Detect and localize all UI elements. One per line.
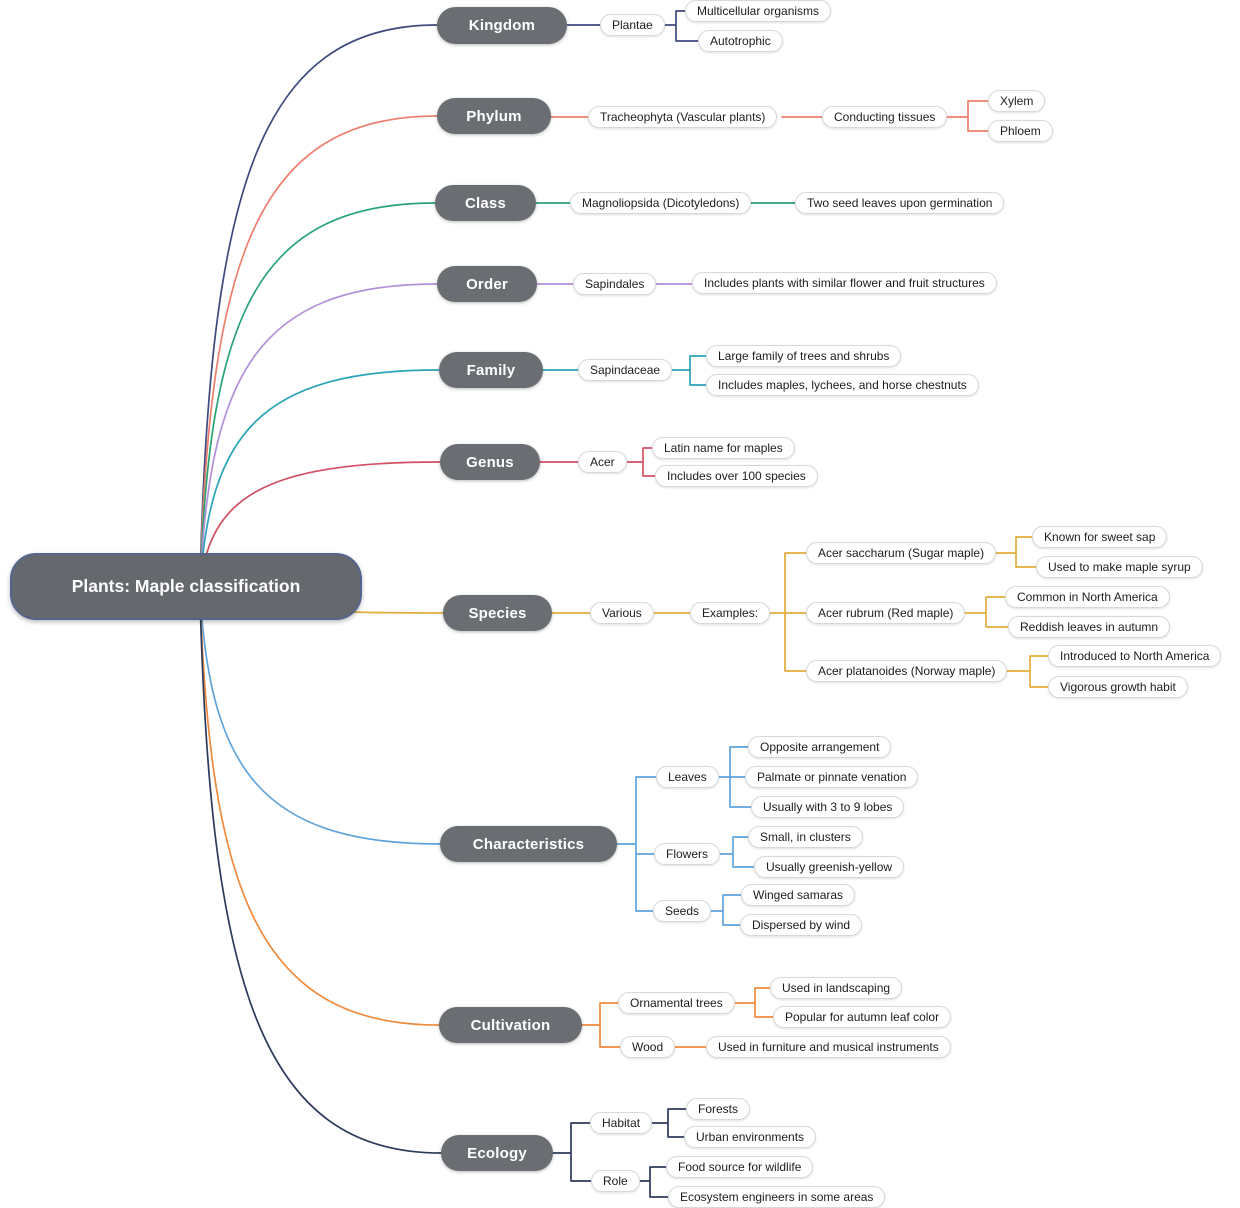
node-habitat[interactable]: Habitat	[590, 1112, 653, 1134]
node-introduced-north-america[interactable]: Introduced to North America	[1048, 645, 1222, 667]
node-dispersed-by-wind[interactable]: Dispersed by wind	[740, 914, 863, 936]
node-flowers[interactable]: Flowers	[654, 843, 721, 865]
cultivation-connectors	[199, 593, 776, 1048]
branch-kingdom[interactable]: Kingdom	[437, 7, 567, 44]
node-forests[interactable]: Forests	[686, 1098, 751, 1120]
node-wood[interactable]: Wood	[620, 1036, 676, 1058]
node-greenish-yellow[interactable]: Usually greenish-yellow	[754, 856, 905, 878]
kingdom-connectors	[199, 10, 701, 581]
node-role[interactable]: Role	[591, 1170, 640, 1192]
node-order-description[interactable]: Includes plants with similar flower and …	[692, 272, 997, 294]
phylum-connectors	[199, 100, 991, 583]
class-connectors	[199, 202, 798, 585]
node-common-north-america[interactable]: Common in North America	[1005, 586, 1170, 608]
node-tracheophyta[interactable]: Tracheophyta (Vascular plants)	[588, 106, 778, 128]
branch-phylum[interactable]: Phylum	[437, 98, 551, 134]
node-reddish-leaves[interactable]: Reddish leaves in autumn	[1008, 616, 1171, 638]
node-over-100-species[interactable]: Includes over 100 species	[655, 465, 818, 487]
node-multicellular-organisms[interactable]: Multicellular organisms	[685, 0, 832, 22]
branch-cultivation[interactable]: Cultivation	[439, 1007, 582, 1043]
node-known-for-sweet-sap[interactable]: Known for sweet sap	[1032, 526, 1168, 548]
order-connectors	[199, 283, 695, 586]
node-leaves[interactable]: Leaves	[656, 766, 719, 788]
family-connectors	[199, 355, 709, 587]
node-used-in-landscaping[interactable]: Used in landscaping	[770, 977, 903, 999]
node-opposite-arrangement[interactable]: Opposite arrangement	[748, 736, 892, 758]
node-winged-samaras[interactable]: Winged samaras	[741, 884, 856, 906]
node-acer-saccharum[interactable]: Acer saccharum (Sugar maple)	[806, 542, 997, 564]
node-includes-maples[interactable]: Includes maples, lychees, and horse ches…	[706, 374, 979, 396]
node-ecosystem-engineers[interactable]: Ecosystem engineers in some areas	[668, 1186, 886, 1208]
node-vigorous-growth[interactable]: Vigorous growth habit	[1048, 676, 1188, 698]
branch-characteristics[interactable]: Characteristics	[440, 826, 617, 862]
node-venation[interactable]: Palmate or pinnate venation	[745, 766, 919, 788]
node-various[interactable]: Various	[590, 602, 654, 624]
branch-order[interactable]: Order	[437, 266, 537, 302]
characteristics-connectors	[199, 591, 757, 926]
branch-ecology[interactable]: Ecology	[441, 1135, 553, 1171]
node-conducting-tissues[interactable]: Conducting tissues	[822, 106, 948, 128]
node-lobes[interactable]: Usually with 3 to 9 lobes	[751, 796, 905, 818]
node-acer-rubrum[interactable]: Acer rubrum (Red maple)	[806, 602, 966, 624]
node-maple-syrup[interactable]: Used to make maple syrup	[1036, 556, 1203, 578]
node-phloem[interactable]: Phloem	[988, 120, 1053, 142]
node-sapindales[interactable]: Sapindales	[573, 273, 657, 295]
node-large-family[interactable]: Large family of trees and shrubs	[706, 345, 902, 367]
node-examples[interactable]: Examples:	[690, 602, 771, 624]
node-food-source[interactable]: Food source for wildlife	[666, 1156, 814, 1178]
node-two-seed-leaves[interactable]: Two seed leaves upon germination	[795, 192, 1005, 214]
node-furniture-instruments[interactable]: Used in furniture and musical instrument…	[706, 1036, 951, 1058]
node-autotrophic[interactable]: Autotrophic	[698, 30, 783, 52]
branch-family[interactable]: Family	[439, 352, 543, 388]
node-xylem[interactable]: Xylem	[988, 90, 1046, 112]
node-magnoliopsida[interactable]: Magnoliopsida (Dicotyledons)	[570, 192, 752, 214]
node-acer[interactable]: Acer	[578, 451, 627, 473]
node-sapindaceae[interactable]: Sapindaceae	[578, 359, 673, 381]
node-acer-platanoides[interactable]: Acer platanoides (Norway maple)	[806, 660, 1008, 682]
node-seeds[interactable]: Seeds	[653, 900, 712, 922]
root-node[interactable]: Plants: Maple classification	[10, 553, 362, 620]
node-urban-environments[interactable]: Urban environments	[684, 1126, 817, 1148]
node-plantae[interactable]: Plantae	[600, 14, 665, 36]
node-small-clusters[interactable]: Small, in clusters	[748, 826, 863, 848]
node-autumn-leaf-color[interactable]: Popular for autumn leaf color	[773, 1006, 952, 1028]
branch-species[interactable]: Species	[443, 595, 552, 631]
node-ornamental-trees[interactable]: Ornamental trees	[618, 992, 735, 1014]
ecology-connectors	[199, 595, 689, 1198]
branch-genus[interactable]: Genus	[440, 444, 540, 480]
node-latin-name[interactable]: Latin name for maples	[652, 437, 795, 459]
branch-class[interactable]: Class	[435, 185, 536, 221]
